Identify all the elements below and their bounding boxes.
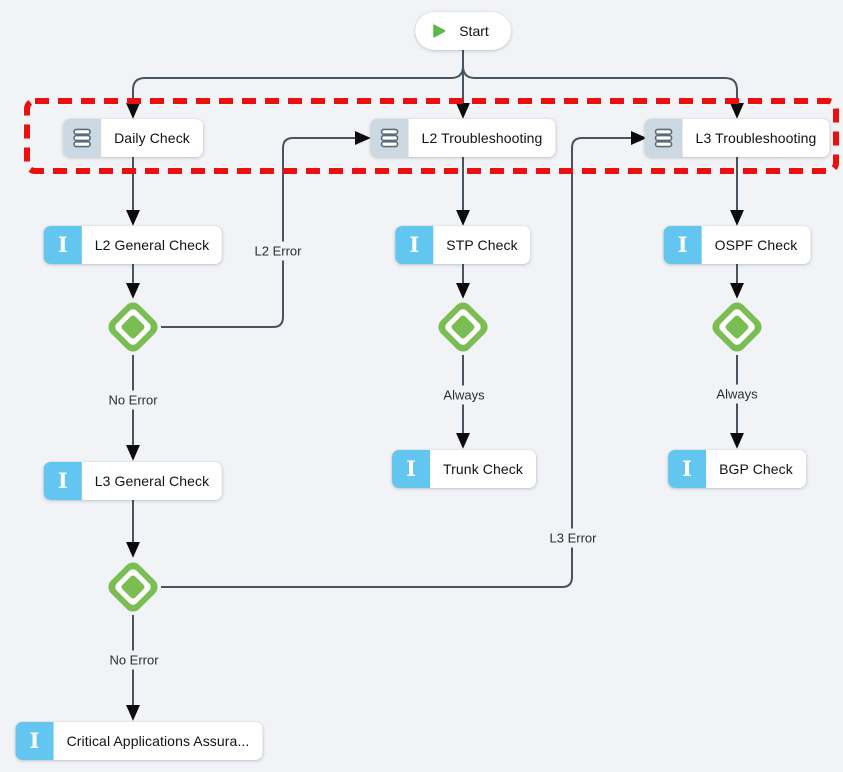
node-label: L3 Troubleshooting — [695, 130, 817, 146]
edge-label-no-error-2: No Error — [104, 650, 164, 670]
stage-stack-icon — [63, 119, 102, 157]
task-i-icon: I — [668, 450, 707, 488]
task-i-icon: I — [663, 226, 702, 264]
node-start[interactable]: Start — [415, 12, 511, 50]
node-label: Critical Applications Assura... — [66, 733, 250, 749]
edge-l3error — [161, 130, 647, 588]
node-bgp-check[interactable]: I BGP Check — [668, 450, 806, 488]
node-label: Daily Check — [114, 130, 190, 146]
edge-start-daily — [125, 65, 464, 119]
task-i-icon: I — [392, 450, 431, 488]
edge-label-l2-error: L2 Error — [249, 241, 307, 261]
node-critical-applications[interactable]: I Critical Applications Assura... — [15, 722, 263, 760]
node-trunk-check[interactable]: I Trunk Check — [392, 450, 536, 488]
stage-stack-icon — [370, 119, 409, 157]
edge-l2error — [161, 130, 371, 328]
node-l3-general-check[interactable]: I L3 General Check — [43, 462, 223, 500]
node-label: L2 Troubleshooting — [421, 130, 543, 146]
task-i-icon: I — [43, 462, 82, 500]
task-i-icon: I — [15, 722, 54, 760]
node-label: OSPF Check — [714, 237, 798, 253]
node-l2-general-check[interactable]: I L2 General Check — [43, 226, 223, 264]
edge-label-l3-error: L3 Error — [544, 528, 602, 548]
node-stp-check[interactable]: I STP Check — [395, 226, 531, 264]
play-icon — [431, 23, 446, 39]
stage-stack-icon — [644, 119, 683, 157]
edge-start-l3t — [462, 65, 745, 119]
edge-label-always-stp: Always — [438, 385, 490, 405]
edge-label-always-ospf: Always — [711, 384, 763, 404]
node-label: Start — [459, 23, 489, 39]
node-label: L3 General Check — [94, 473, 210, 489]
node-l3-troubleshooting[interactable]: L3 Troubleshooting — [644, 119, 830, 157]
node-daily-check[interactable]: Daily Check — [63, 119, 203, 157]
node-ospf-check[interactable]: I OSPF Check — [663, 226, 811, 264]
node-label: L2 General Check — [94, 237, 210, 253]
node-label: BGP Check — [719, 461, 793, 477]
task-i-icon: I — [395, 226, 434, 264]
node-l2-troubleshooting[interactable]: L2 Troubleshooting — [370, 119, 556, 157]
node-label: STP Check — [446, 237, 518, 253]
highlight-rect — [24, 98, 839, 174]
task-i-icon: I — [43, 226, 82, 264]
edge-label-no-error-1: No Error — [103, 390, 163, 410]
node-label: Trunk Check — [443, 461, 523, 477]
